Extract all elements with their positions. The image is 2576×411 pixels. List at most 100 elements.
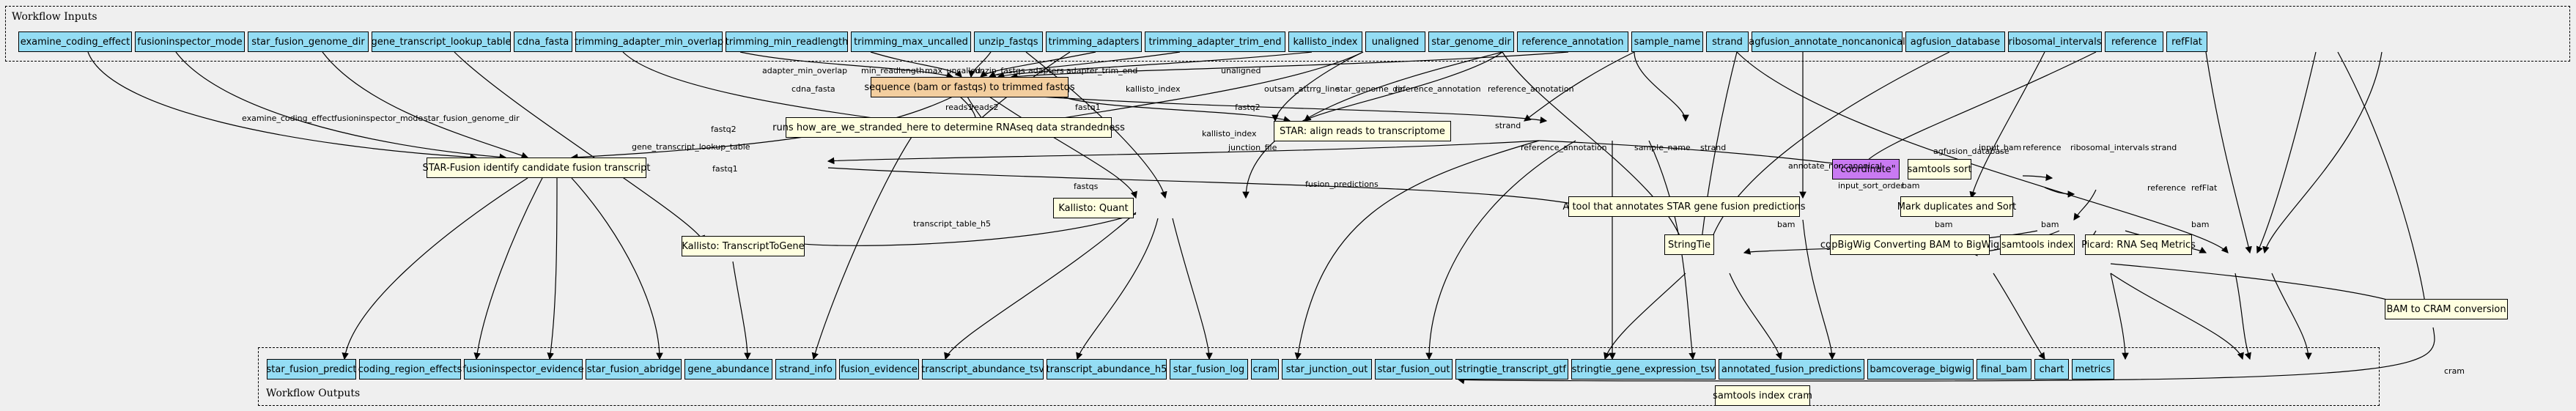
output-star-junction-out[interactable]: star_junction_out xyxy=(1282,359,1372,379)
edge-label: adapter_min_overlap xyxy=(762,66,848,75)
step-samtools-sort[interactable]: samtools sort xyxy=(1907,159,1972,179)
step-samtools-index[interactable]: samtools index xyxy=(2000,234,2075,255)
input-unaligned[interactable]: unaligned xyxy=(1365,32,1425,52)
edge-label: star_fusion_genome_dir xyxy=(424,114,520,123)
edge-label: fusion_predictions xyxy=(1305,179,1379,189)
output-annotated-fusion-predictions[interactable]: annotated_fusion_predictions xyxy=(1719,359,1864,379)
edge-label: fastq1 xyxy=(1075,103,1101,112)
step-samtools-index-cram[interactable]: samtools index cram xyxy=(1713,385,1812,406)
workflow-outputs-cluster: Workflow Outputs xyxy=(258,347,2380,406)
edge-label: unzip_fastqs xyxy=(975,66,1025,75)
edge-label: bam xyxy=(1902,181,1920,190)
edge-label: reference_annotation xyxy=(1395,84,1481,94)
output-star-fusion-abridge[interactable]: star_fusion_abridge xyxy=(586,359,682,379)
output-star-fusion-out[interactable]: star_fusion_out xyxy=(1375,359,1453,379)
output-fusioninspector-evidence[interactable]: fusioninspector_evidence xyxy=(462,359,584,379)
edge-label: reference xyxy=(2147,183,2186,193)
edge-label: input_bam xyxy=(1979,143,2022,152)
edge-label: kallisto_index xyxy=(1126,84,1181,94)
input-reference[interactable]: reference xyxy=(2105,32,2163,52)
output-star-fusion-log[interactable]: star_fusion_log xyxy=(1170,359,1248,379)
output-metrics[interactable]: metrics xyxy=(2072,359,2114,379)
step-mark-duplicates[interactable]: Mark duplicates and Sort xyxy=(1897,196,2016,217)
output-gene-abundance[interactable]: gene_abundance xyxy=(684,359,772,379)
step-stringtie[interactable]: StringTie xyxy=(1664,234,1714,255)
step-kallisto-t2g[interactable]: Kallisto: TranscriptToGene xyxy=(682,236,805,256)
input-ribosomal-intervals[interactable]: ribosomal_intervals xyxy=(2008,32,2102,52)
edge-label: kallisto_index xyxy=(1202,129,1257,138)
input-trimming-adapter-trim-end[interactable]: trimming_adapter_trim_end xyxy=(1145,32,1285,52)
edge-label: transcript_table_h5 xyxy=(913,219,992,229)
edge-label: examine_coding_effect xyxy=(242,114,335,123)
output-cram[interactable]: cram xyxy=(1251,359,1279,379)
edge-label: strand xyxy=(2151,143,2177,152)
output-transcript-abundance-tsv[interactable]: transcript_abundance_tsv xyxy=(921,359,1044,379)
edge-label: adapters xyxy=(1028,66,1064,75)
edge-label: cdna_fasta xyxy=(791,84,835,94)
step-star-align[interactable]: STAR: align reads to transcriptome xyxy=(1274,121,1451,141)
input-star-genome-dir[interactable]: star_genome_dir xyxy=(1428,32,1514,52)
edge-label: strand xyxy=(1700,143,1727,152)
step-picard-metrics[interactable]: Picard: RNA Seq Metrics xyxy=(2081,234,2196,255)
edge-label: cram xyxy=(2444,366,2465,376)
output-fusion-evidence[interactable]: fusion_evidence xyxy=(839,359,919,379)
edge-label: unaligned xyxy=(1221,66,1261,75)
edge-label: bam xyxy=(1777,220,1796,229)
input-agfusion-annotate-noncanonical[interactable]: agfusion_annotate_noncanonical xyxy=(1749,32,1905,52)
edge-label: fastqs xyxy=(1074,182,1099,191)
input-refflat[interactable]: refFlat xyxy=(2166,32,2207,52)
edge-label: fastq2 xyxy=(711,125,737,134)
input-trimming-max-uncalled[interactable]: trimming_max_uncalled xyxy=(851,32,971,52)
edge-label: adapter_trim_end xyxy=(1066,66,1138,75)
step-bigwig[interactable]: cgpBigWig Converting BAM to BigWig xyxy=(1820,234,1999,255)
step-strandedness[interactable]: runs how_are_we_stranded_here to determi… xyxy=(772,117,1125,138)
edge-label: fusioninspector_mode xyxy=(334,114,424,123)
input-trimming-adapters[interactable]: trimming_adapters xyxy=(1046,32,1142,52)
edge-label: strand xyxy=(1495,121,1521,130)
output-chart[interactable]: chart xyxy=(2034,359,2069,379)
output-coding-region-effects[interactable]: coding_region_effects xyxy=(358,359,462,379)
edge-label: bam xyxy=(2041,220,2059,229)
edge-label: gene_transcript_lookup_table xyxy=(632,142,750,152)
output-stringtie-gene-expression-tsv[interactable]: stringtie_gene_expression_tsv xyxy=(1571,359,1716,379)
input-examine-coding-effect[interactable]: examine_coding_effect xyxy=(18,32,132,52)
edge-label: star_genome_dir xyxy=(1336,84,1403,94)
edge-label: reads2 xyxy=(971,103,999,112)
edge-label: junction_file xyxy=(1228,143,1277,152)
output-transcript-abundance-h5[interactable]: transcript_abundance_h5 xyxy=(1047,359,1167,379)
edge-label: ribosomal_intervals xyxy=(2070,143,2149,152)
step-trim-fastqs[interactable]: sequence (bam or fastqs) to trimmed fast… xyxy=(864,77,1075,97)
input-cdna-fasta[interactable]: cdna_fasta xyxy=(514,32,572,52)
input-unzip-fastqs[interactable]: unzip_fastqs xyxy=(974,32,1043,52)
step-bam-to-cram[interactable]: BAM to CRAM conversion xyxy=(2385,299,2508,319)
edge-label: reference_annotation xyxy=(1488,84,1574,94)
edge-label: outsam_attrrg_line xyxy=(1264,84,1340,94)
edge-label: reads1 xyxy=(945,103,973,112)
input-trimming-adapter-min-overlap[interactable]: trimming_adapter_min_overlap xyxy=(575,32,723,52)
step-kallisto-quant[interactable]: Kallisto: Quant xyxy=(1053,198,1134,218)
step-star-fusion[interactable]: STAR-Fusion identify candidate fusion tr… xyxy=(422,158,651,178)
edge-label: reference_annotation xyxy=(1521,143,1607,152)
input-reference-annotation[interactable]: reference_annotation xyxy=(1517,32,1628,52)
output-final-bam[interactable]: final_bam xyxy=(1977,359,2031,379)
step-agfusion[interactable]: A tool that annotates STAR gene fusion p… xyxy=(1562,196,1806,217)
input-trimming-min-readlength[interactable]: trimming_min_readlength xyxy=(726,32,848,52)
edge-label: annotate_noncanonical xyxy=(1788,161,1883,171)
output-bamcoverage-bigwig[interactable]: bamcoverage_bigwig xyxy=(1867,359,1974,379)
input-sample-name[interactable]: sample_name xyxy=(1631,32,1703,52)
edge-label: max_uncalled xyxy=(925,66,981,75)
workflow-inputs-cluster: Workflow Inputs xyxy=(5,6,2570,62)
input-star-fusion-genome-dir[interactable]: star_fusion_genome_dir xyxy=(248,32,369,52)
output-star-fusion-predict[interactable]: star_fusion_predict xyxy=(267,359,357,379)
input-agfusion-database[interactable]: agfusion_database xyxy=(1905,32,2005,52)
input-kallisto-index[interactable]: kallisto_index xyxy=(1288,32,1362,52)
output-strand-info[interactable]: strand_info xyxy=(775,359,836,379)
edge-label: input_sort_order xyxy=(1838,181,1904,190)
workflow-inputs-title: Workflow Inputs xyxy=(12,11,97,23)
edge-label: sample_name xyxy=(1634,143,1691,152)
input-fusioninspector-mode[interactable]: fusioninspector_mode xyxy=(135,32,245,52)
step-coordinate[interactable]: "coordinate" xyxy=(1832,159,1900,179)
input-strand[interactable]: strand xyxy=(1706,32,1749,52)
output-stringtie-transcript-gtf[interactable]: stringtie_transcript_gtf xyxy=(1455,359,1568,379)
input-gene-transcript-lookup-table[interactable]: gene_transcript_lookup_table xyxy=(372,32,511,52)
